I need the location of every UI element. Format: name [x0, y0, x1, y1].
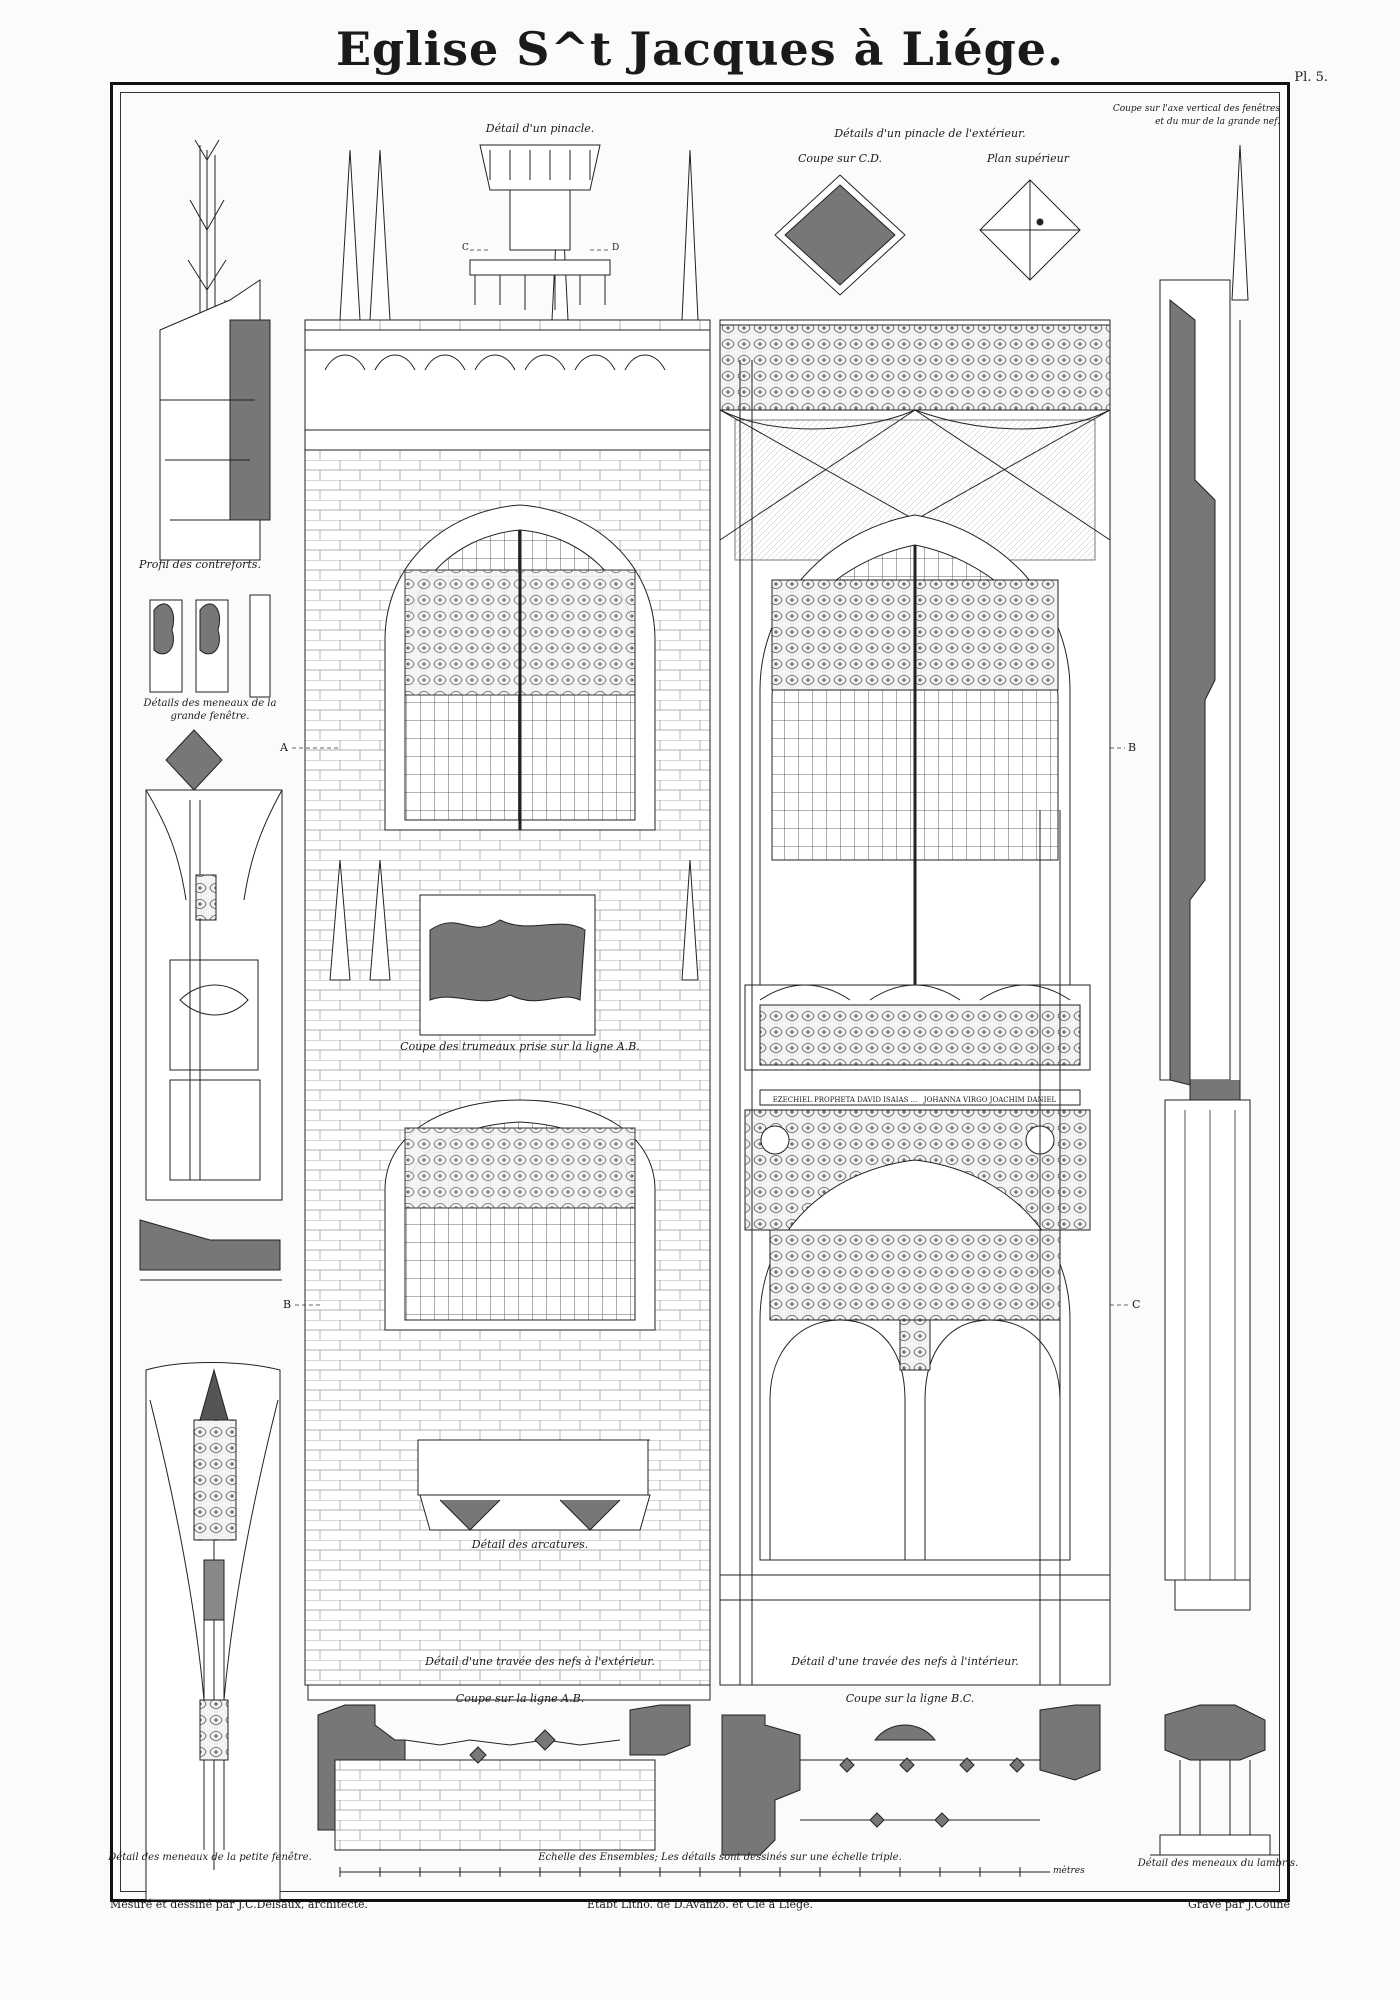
label-coupe-axe-line2: et du mur de la grande nef.: [1155, 117, 1280, 127]
profil-contreforts-drawing: [159, 139, 271, 561]
plate-number: Pl. 5.: [1294, 70, 1328, 85]
inscription-left: EZECHIEL PROPHETA DAVID ISAIAS ...: [772, 1096, 918, 1104]
inner-frame: [120, 92, 1280, 1892]
outer-frame: [110, 82, 1290, 1902]
scale-unit-label: mètres: [1053, 1866, 1085, 1876]
label-coupe-bc: Coupe sur la ligne B.C.: [845, 1692, 975, 1705]
marker-b-right: B: [1128, 741, 1137, 754]
inscription-right: JOHANNA VIRGO JOACHIM DANIEL: [923, 1096, 1057, 1104]
footer-lithographer: Etabt Litho. de D.Avanzo. et Cie à Liége…: [586, 1898, 814, 1911]
marker-c: C: [462, 243, 469, 253]
section-lines: [292, 249, 1128, 1306]
label-meneaux-grande-line1: Détails des meneaux de la: [143, 698, 277, 709]
interior-elevation: [719, 319, 1111, 1686]
coupe-ab-drawing: [307, 1684, 711, 1851]
label-coupe-axe-line1: Coupe sur l'axe vertical des fenêtres: [1112, 104, 1280, 114]
scale-bar: [339, 1867, 1050, 1877]
meneaux-grande-drawing: [149, 594, 271, 698]
label-detail-arcatures: Détail des arcatures.: [471, 1538, 589, 1551]
meneaux-lambris-drawing: [1150, 1704, 1280, 1856]
label-coupe-ab: Coupe sur la ligne A.B.: [455, 1692, 585, 1705]
label-plan-superieur: Plan supérieur: [987, 152, 1069, 165]
vertical-section-drawing: [1159, 144, 1251, 1611]
label-meneaux-lambris: Détail des meneaux du lambris.: [1137, 1858, 1299, 1869]
label-coupe-trumeaux: Coupe des trumeaux prise sur la ligne A.…: [400, 1040, 640, 1053]
meneaux-petite-drawing: [139, 729, 283, 1281]
marker-c-right: C: [1132, 1298, 1141, 1311]
label-meneaux-grande-line2: grande fenêtre.: [170, 711, 250, 722]
meneaux-petite-fenetre-drawing: [145, 1362, 281, 1901]
label-detail-pinacle: Détail d'un pinacle.: [485, 122, 595, 135]
footer-engraver: Gravé par J.Coune: [1188, 1898, 1290, 1911]
label-detail-pinacle-ext: Détails d'un pinacle de l'extérieur.: [834, 127, 1026, 140]
label-coupe-cd: Coupe sur C.D.: [797, 152, 883, 165]
plate-title: Eglise S^t Jacques à Liége.: [335, 22, 1065, 76]
label-travee-exterieur: Détail d'une travée des nefs à l'extérie…: [425, 1655, 655, 1668]
pinacle-exterior-drawings: [774, 174, 1081, 296]
label-meneaux-petite: Détail des meneaux de la petite fenêtre.: [108, 1852, 312, 1863]
exterior-elevation: [304, 149, 711, 1686]
marker-d: D: [612, 243, 620, 253]
marker-b-left: B: [283, 1298, 292, 1311]
footer-author: Mesuré et dessiné par J.C.Delsaux, archi…: [110, 1898, 369, 1911]
pinacle-detail-drawing: [469, 144, 611, 310]
coupe-bc-drawing: [721, 1704, 1101, 1856]
label-profil-contreforts: Profil des contreforts.: [139, 558, 261, 571]
label-echelle: Echelle des Ensembles; Les détails sont …: [538, 1852, 902, 1863]
label-travee-interieur: Détail d'une travée des nefs à l'intérie…: [791, 1655, 1019, 1668]
marker-a: A: [280, 741, 288, 754]
